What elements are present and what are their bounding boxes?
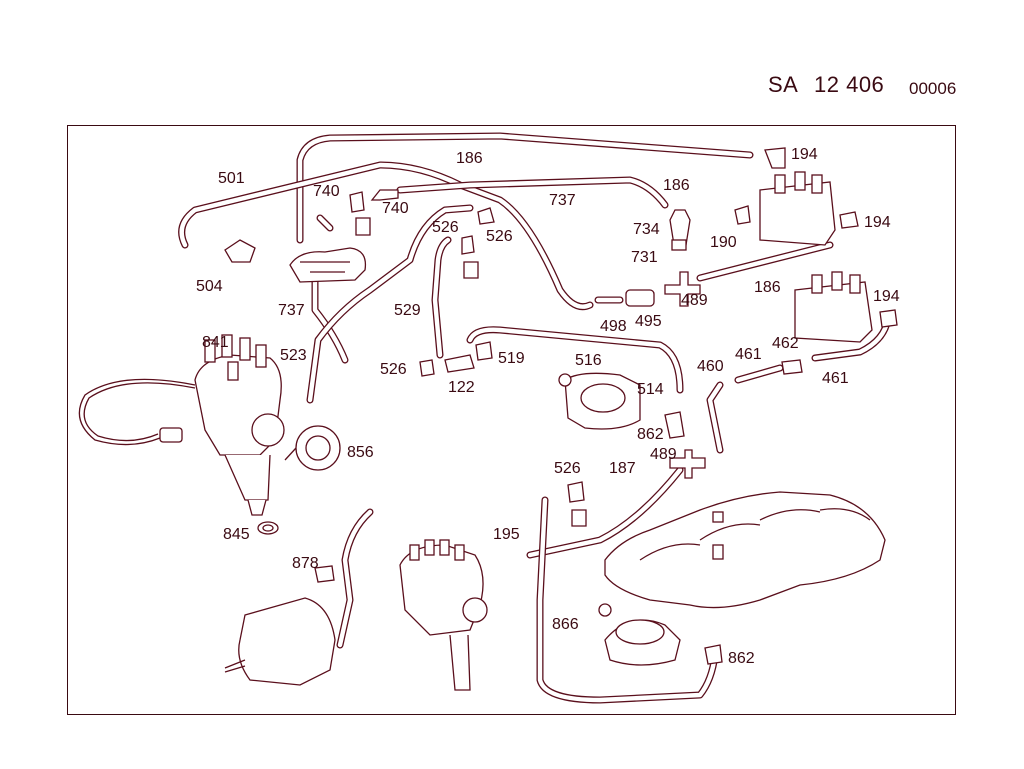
label-841: 841	[202, 334, 229, 351]
label-498: 498	[600, 318, 627, 335]
fitting-526-b	[461, 235, 475, 255]
ignition-coil-upper	[759, 171, 836, 246]
diagram-code-prefix: SA	[768, 72, 799, 97]
distributor-841	[159, 334, 285, 516]
label-461-b: 461	[822, 370, 849, 387]
label-526-c: 526	[380, 361, 407, 378]
label-186-a: 186	[456, 150, 483, 167]
diagram-frame	[67, 125, 956, 715]
ignition-cables	[78, 378, 196, 446]
elbow-194-mid	[839, 211, 859, 229]
label-845: 845	[223, 526, 250, 543]
fitting-526-a	[477, 207, 495, 225]
filter-495	[625, 289, 655, 307]
fitting-731	[671, 239, 687, 251]
label-526-d: 526	[554, 460, 581, 477]
diagram-code-number: 12 406	[814, 72, 885, 97]
diagram-code-suffix: 00006	[909, 79, 957, 98]
label-878: 878	[292, 555, 319, 572]
part-labels: 501 740 740 186 194 737 186 734 190 194 …	[196, 146, 900, 667]
label-856: 856	[347, 444, 374, 461]
elbow-194-top	[764, 147, 786, 169]
vacuum-unit-856	[284, 425, 341, 471]
ignition-coil-lower	[794, 271, 873, 343]
label-495: 495	[635, 313, 662, 330]
valve-122	[444, 354, 475, 373]
label-519: 519	[498, 350, 525, 367]
elbow-862-a	[664, 411, 685, 439]
label-461-a: 461	[735, 346, 762, 363]
elbow-194-low	[879, 309, 898, 328]
elbow-862-b	[704, 644, 723, 665]
tee-462	[781, 359, 803, 375]
label-194-a: 194	[791, 146, 818, 163]
cross-489-low	[669, 449, 706, 479]
label-862-a: 862	[637, 426, 664, 443]
label-489-a: 489	[681, 292, 708, 309]
label-737-b: 737	[278, 302, 305, 319]
label-501: 501	[218, 170, 245, 187]
label-460: 460	[697, 358, 724, 375]
vacuum-pump-lower	[224, 508, 374, 686]
check-valve-504	[224, 239, 256, 263]
manifold-port	[712, 511, 724, 523]
cross-489-top	[664, 271, 701, 307]
label-731: 731	[631, 249, 658, 266]
label-489-b: 489	[650, 446, 677, 463]
elbow-190	[734, 205, 751, 225]
elbow-526-d	[567, 481, 585, 503]
label-737-a: 737	[549, 192, 576, 209]
hose-lines	[178, 132, 892, 704]
thermo-valve-516	[558, 372, 641, 430]
label-734: 734	[633, 221, 660, 238]
label-462: 462	[772, 335, 799, 352]
label-526-a: 526	[432, 219, 459, 236]
fitting-878	[314, 565, 335, 583]
label-190: 190	[710, 234, 737, 251]
ignition-lead-cable	[78, 378, 196, 446]
label-526-b: 526	[486, 228, 513, 245]
label-862-b: 862	[728, 650, 755, 667]
fitting-740	[349, 191, 365, 213]
label-740-a: 740	[313, 183, 340, 200]
vacuum-assembly-737	[289, 247, 367, 283]
label-529: 529	[394, 302, 421, 319]
label-186-b: 186	[663, 177, 690, 194]
label-504: 504	[196, 278, 223, 295]
label-740-b: 740	[382, 200, 409, 217]
label-195: 195	[493, 526, 520, 543]
elbow-519	[475, 341, 493, 361]
label-516: 516	[575, 352, 602, 369]
label-866: 866	[552, 616, 579, 633]
label-514: 514	[637, 381, 664, 398]
label-122: 122	[448, 379, 475, 396]
spark-plug-cap	[159, 427, 183, 443]
intake-manifold	[604, 491, 886, 609]
label-194-c: 194	[873, 288, 900, 305]
elbow-526-c	[419, 359, 435, 377]
label-187: 187	[609, 460, 636, 477]
label-194-b: 194	[864, 214, 891, 231]
vacuum-valve-lower	[598, 603, 681, 666]
distributor-lower	[399, 539, 488, 691]
label-186-c: 186	[754, 279, 781, 296]
label-523: 523	[280, 347, 307, 364]
fittings	[224, 147, 898, 665]
